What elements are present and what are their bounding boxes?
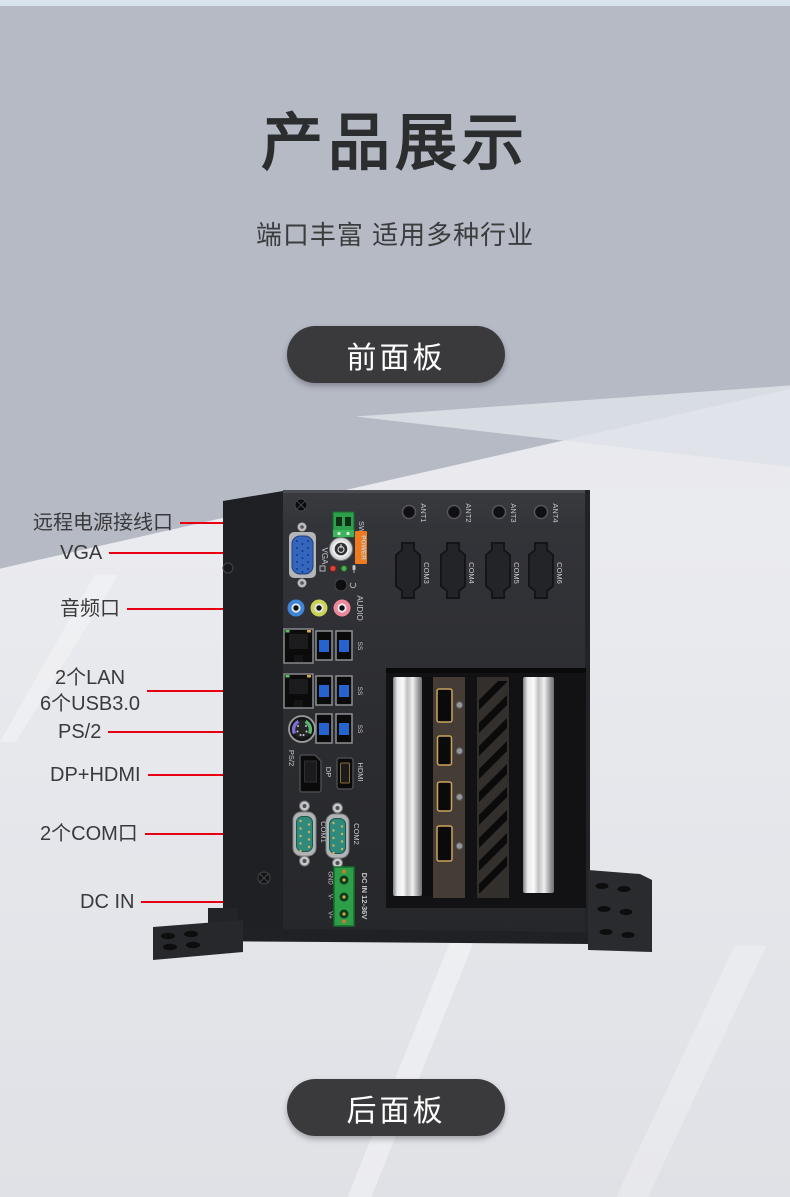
callout-label: DP+HDMI bbox=[50, 764, 141, 786]
right-mounting-foot bbox=[588, 870, 652, 952]
v-plus-print: V+ bbox=[327, 911, 333, 919]
ant2-print: ANT2 bbox=[464, 503, 473, 522]
front-panel-button-label: 前面板 bbox=[346, 341, 446, 375]
power-print: POWER bbox=[360, 535, 367, 560]
callout-line bbox=[109, 552, 293, 554]
callout-audio: 音频口 bbox=[60, 596, 293, 622]
dp-print: DP bbox=[324, 767, 333, 777]
page-subtitle: 端口丰富 适用多种行业 bbox=[255, 220, 535, 250]
usb3-print: SS bbox=[356, 687, 363, 696]
audio-jacks bbox=[287, 599, 351, 617]
page-title: 产品展示 bbox=[260, 109, 529, 178]
v-minus-print: V- bbox=[327, 894, 333, 900]
ps2-print: PS/2 bbox=[287, 750, 296, 766]
com6-print: COM6 bbox=[555, 562, 564, 584]
ant1-print: ANT1 bbox=[419, 503, 428, 522]
dc-in-terminal bbox=[333, 866, 355, 927]
callout-label-stack: 2个LAN 6个USB3.0 bbox=[40, 665, 140, 717]
callout-label: VGA bbox=[60, 542, 103, 564]
lan-port-2 bbox=[283, 673, 314, 709]
com1-port bbox=[292, 800, 317, 867]
lan-port-1 bbox=[283, 628, 314, 664]
ant3-print: ANT3 bbox=[509, 503, 518, 522]
left-mounting-foot bbox=[153, 920, 243, 960]
front-panel-button[interactable]: 前面板 bbox=[287, 326, 505, 383]
callout-label: 2个LAN bbox=[55, 667, 126, 689]
callout-ps2: PS/2 bbox=[58, 719, 300, 745]
antenna-holes bbox=[401, 504, 549, 520]
vga-print: VGA bbox=[320, 548, 329, 566]
power-tag bbox=[355, 531, 367, 564]
usb3-ports-row3 bbox=[315, 713, 353, 744]
com4-print: COM4 bbox=[467, 562, 476, 584]
callout-line bbox=[127, 608, 293, 610]
top-accent-strip bbox=[0, 0, 790, 6]
callout-label: 音频口 bbox=[60, 598, 120, 620]
vent-slats bbox=[479, 681, 507, 893]
usb3-print: SS bbox=[356, 725, 363, 734]
com2-port bbox=[325, 802, 350, 869]
vga-port bbox=[289, 522, 316, 588]
com1-print: COM1 bbox=[319, 821, 328, 843]
rear-panel-button[interactable]: 后面板 bbox=[287, 1079, 505, 1136]
callout-vga: VGA bbox=[60, 540, 293, 566]
power-button bbox=[329, 537, 353, 561]
com5-print: COM5 bbox=[512, 562, 521, 584]
callout-line bbox=[108, 731, 300, 733]
callout-label: 6个USB3.0 bbox=[40, 693, 141, 715]
usb3-ports-row2 bbox=[315, 675, 353, 706]
hdmi-print: HDMI bbox=[356, 762, 365, 781]
rear-panel-button-label: 后面板 bbox=[346, 1094, 446, 1128]
panel-screws bbox=[222, 498, 308, 885]
expansion-slot-area bbox=[386, 668, 586, 908]
audio-print: AUDIO bbox=[355, 595, 364, 620]
gnd-print: GND bbox=[327, 871, 333, 885]
ant4-print: ANT4 bbox=[551, 503, 560, 522]
dc-in-print: DC IN 12-36V bbox=[360, 873, 369, 920]
dp-port bbox=[299, 754, 322, 793]
callout-label: 远程电源接线口 bbox=[33, 512, 173, 534]
usb3-ports-row1 bbox=[315, 630, 353, 661]
gpu-video-ports bbox=[436, 688, 453, 862]
usb3-print: SS bbox=[356, 642, 363, 651]
sw-print: SW bbox=[357, 521, 366, 534]
hdmi-port bbox=[336, 757, 354, 790]
callout-label: 2个COM口 bbox=[40, 823, 138, 845]
com-knockouts bbox=[395, 542, 554, 599]
status-leds bbox=[319, 565, 356, 573]
ps2-port bbox=[288, 715, 316, 743]
com2-print: COM2 bbox=[352, 823, 361, 845]
remote-power-terminal bbox=[332, 511, 355, 538]
callout-label: PS/2 bbox=[58, 721, 102, 743]
com3-print: COM3 bbox=[422, 562, 431, 584]
reset-button bbox=[334, 578, 357, 592]
device-front-panel-photo: SW VGA POWER bbox=[153, 490, 652, 960]
callout-label: DC IN bbox=[80, 891, 135, 913]
